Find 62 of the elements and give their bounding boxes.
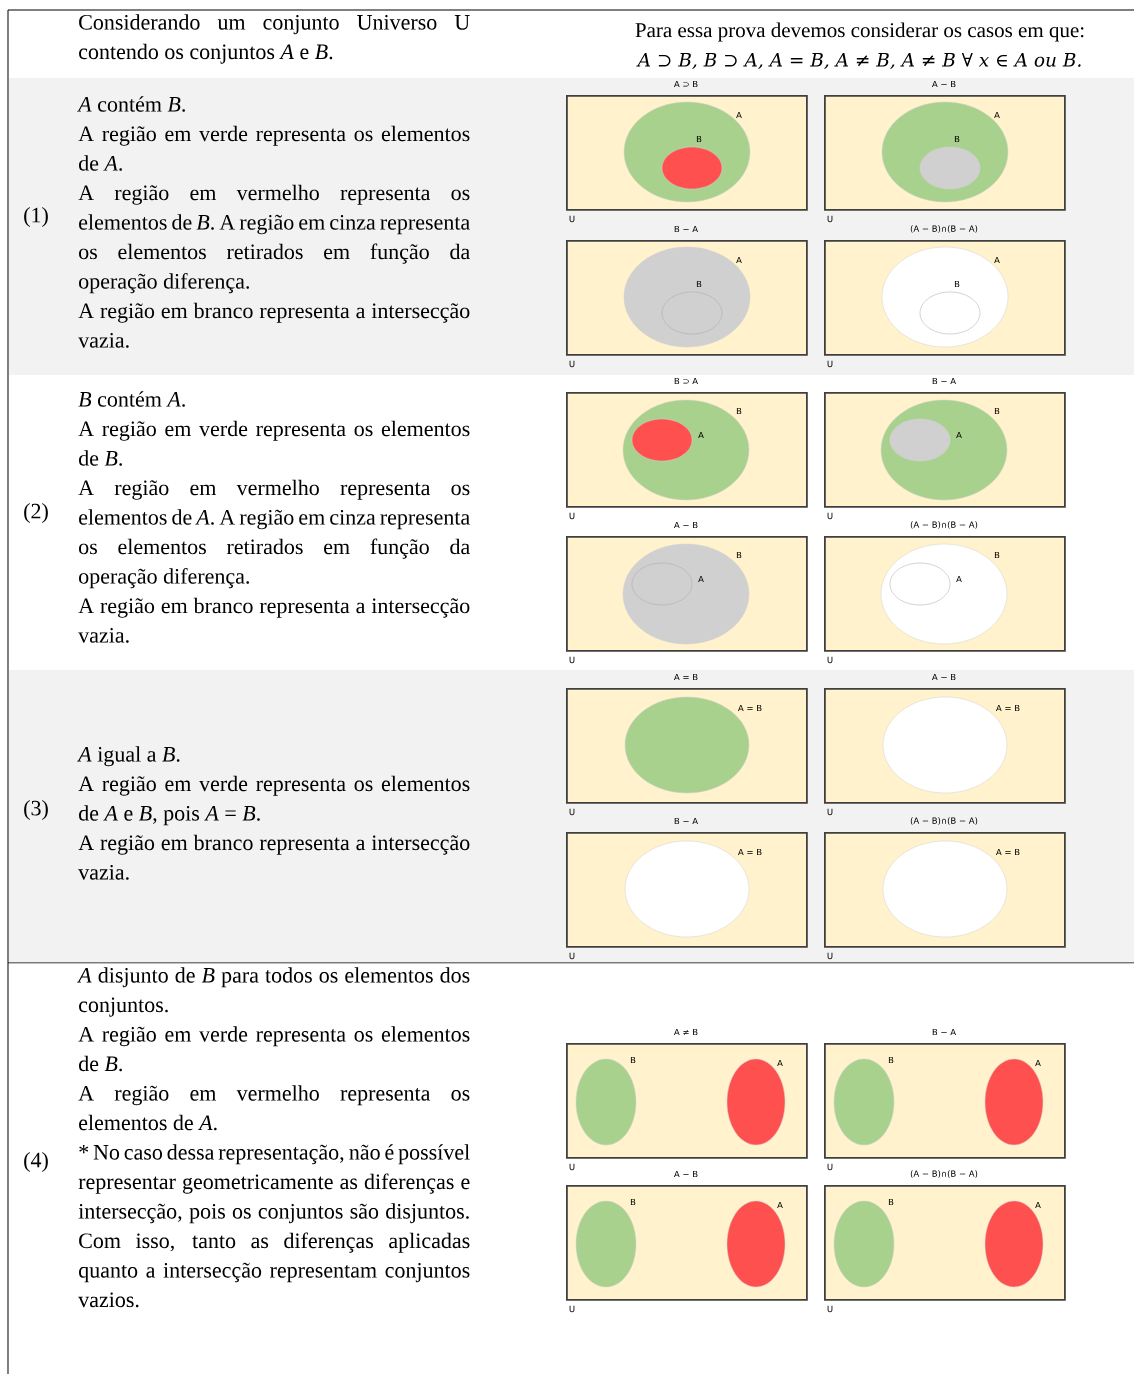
cell-text: A região em verde representa os elementos de A e B, pois A = B.: [78, 775, 470, 826]
cell-text: A região em vermelho representa os elementos de A.: [78, 1085, 470, 1131]
node-label: B: [696, 280, 702, 288]
node-label: U: [569, 808, 575, 816]
node-label: A − B: [673, 521, 698, 529]
node-label: B − A: [674, 817, 699, 825]
node-label: (A − B)∩(B − A): [910, 521, 978, 529]
node-label: U: [569, 1305, 575, 1313]
node-label: B − A: [932, 1028, 957, 1036]
cell-text: A região em verde representa os elementos de A.: [78, 125, 470, 171]
node-label: U: [827, 215, 833, 223]
node-label: U: [827, 952, 833, 960]
node-label: U: [827, 360, 833, 368]
node-label: B − A: [932, 377, 957, 385]
node-label: U: [569, 215, 575, 223]
cell-text: B contém A.: [78, 391, 185, 407]
node-label: A ⊃ B: [673, 80, 698, 88]
cell-text: A região em vermelho representa os elementos de A. A região em cinza representa os elementos retirados em função da operação diferença.: [78, 479, 470, 589]
node-label: (A − B)∩(B − A): [910, 225, 978, 233]
row-number: (1): [24, 207, 48, 227]
node-label: U: [827, 512, 833, 520]
cell-text: A região em verde representa os elementos de B.: [78, 1026, 470, 1072]
cell-text: A contém B.: [77, 96, 185, 112]
cell-text: A região em branco representa a intersecção vazia.: [78, 597, 470, 643]
header-text: Para essa prova devemos considerar os casos em que:: [635, 22, 1084, 42]
row-number: (2): [24, 503, 48, 523]
node-label: A ≠ B: [673, 1028, 698, 1036]
node-label: U: [569, 952, 575, 960]
node-label: A − B: [673, 1170, 698, 1178]
node-label: U: [827, 808, 833, 816]
node-label: B: [696, 135, 702, 143]
cell-text: * No caso dessa representação, não é possível representar geometricamente as diferenças e intersecção, pois os conjuntos são disjuntos. Com isso, tanto as diferenças aplicadas quanto a intersecção representam conjuntos vazios.: [78, 1144, 470, 1308]
node-label: U: [569, 512, 575, 520]
cell-text: A região em branco representa a intersecção vazia.: [78, 834, 470, 880]
cell-text: A região em branco representa a intersecção vazia.: [78, 302, 470, 348]
node-label: U: [827, 1305, 833, 1313]
node-label: B − A: [674, 225, 699, 233]
node-label: (A − B)∩(B − A): [910, 1170, 978, 1178]
row-number: (4): [24, 1152, 48, 1172]
node-label: U: [569, 1163, 575, 1171]
node-label: U: [827, 656, 833, 664]
header-text: Considerando um conjunto Universo U contendo os conjuntos A e B.: [79, 14, 470, 64]
node-label: U: [569, 656, 575, 664]
cell-text: A região em vermelho representa os elementos de B. A região em cinza representa os elementos retirados em função da operação diferença.: [78, 184, 470, 294]
cell-text: A igual a B.: [77, 746, 180, 767]
row-number: (3): [24, 800, 48, 820]
node-label: A: [956, 575, 962, 583]
node-label: B: [954, 280, 960, 288]
node-label: A = B: [673, 673, 698, 681]
node-label: U: [569, 360, 575, 368]
node-label: A − B: [931, 673, 956, 681]
node-label: U: [827, 1163, 833, 1171]
node-label: A − B: [931, 80, 956, 88]
node-label: B ⊃ A: [674, 377, 699, 385]
cell-text: A disjunto de B para todos os elementos dos conjuntos.: [77, 967, 470, 1017]
formula-text: A ⊃ B, B ⊃ A, A = B, A ≠ B, A ≠ B ∀ x ∈ A ou B.: [636, 53, 1081, 69]
node-label: A: [698, 575, 704, 583]
node-label: B: [954, 135, 960, 143]
cell-text: A região em verde representa os elementos de B.: [78, 420, 470, 466]
node-label: A: [698, 431, 704, 439]
node-label: (A − B)∩(B − A): [910, 817, 978, 825]
node-label: A: [956, 431, 962, 439]
